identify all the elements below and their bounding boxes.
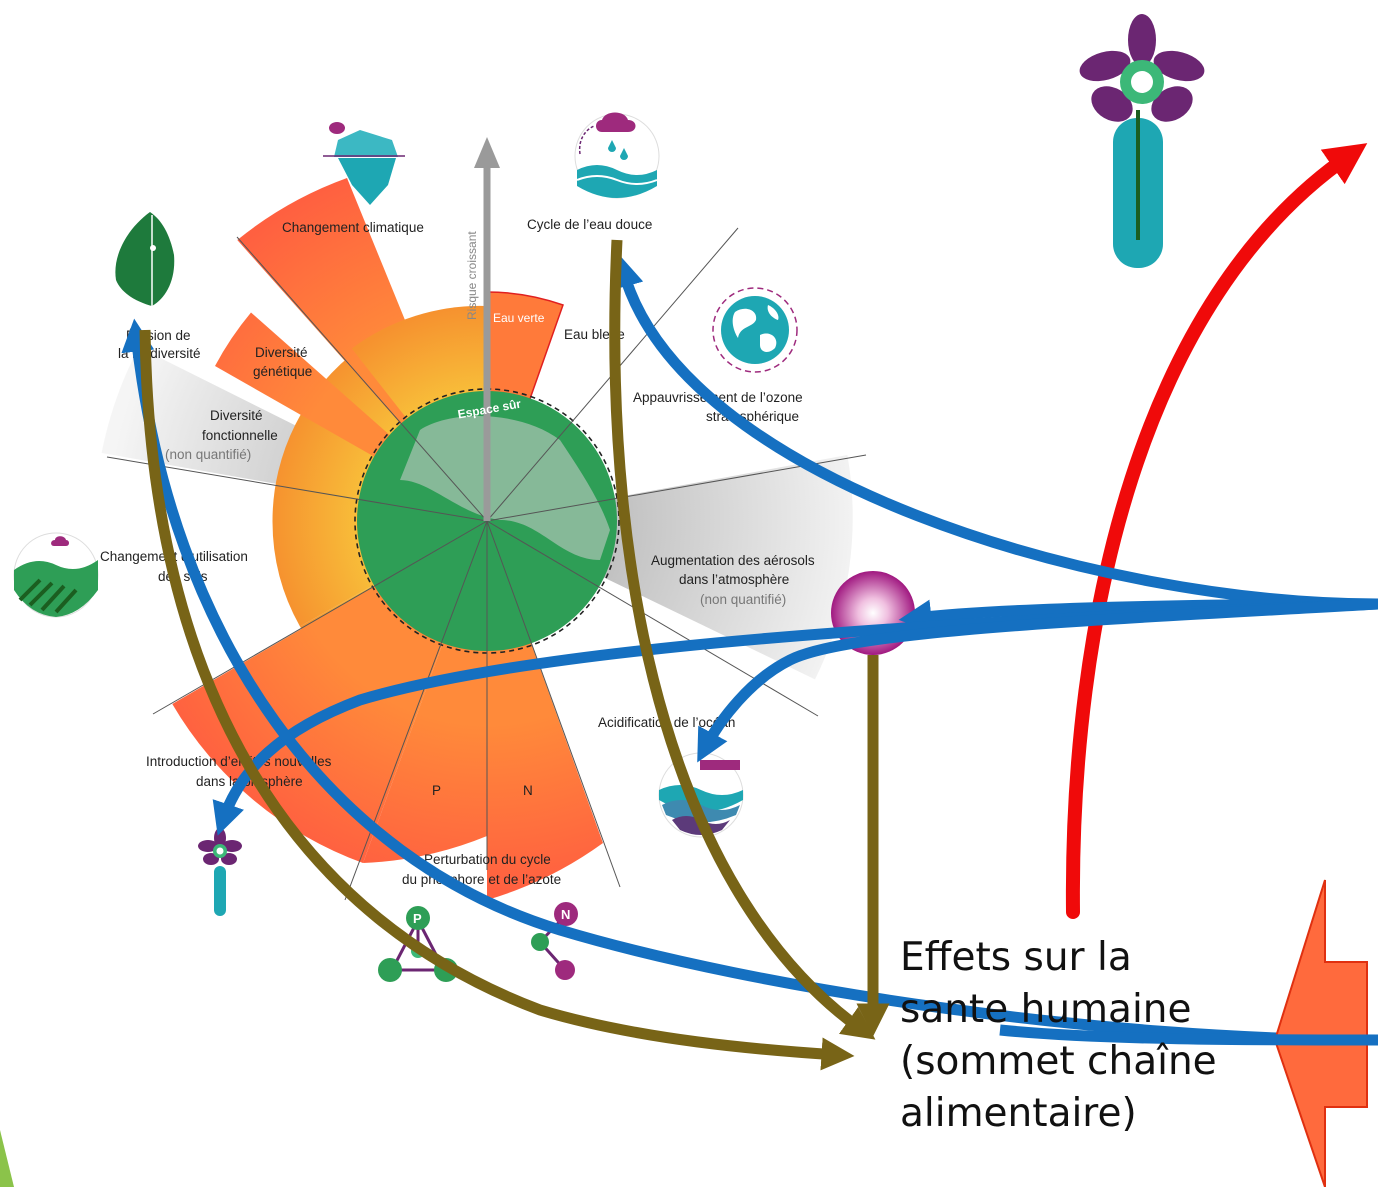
- label-functional-2: fonctionnelle: [202, 428, 278, 443]
- novel-entities-flower-icon-small: [198, 828, 242, 916]
- blue-arrow-to-biodiversity: [121, 318, 1378, 1046]
- slide-corner-accent: [0, 1130, 14, 1187]
- label-genetic-2: génétique: [253, 364, 312, 379]
- risk-axis-label: Risque croissant: [465, 231, 479, 320]
- land-use-icon: [13, 532, 99, 618]
- globe-land-shadow: [400, 416, 610, 560]
- label-biodiversity-2: la biodiversité: [118, 346, 201, 361]
- risk-axis: Risque croissant: [465, 137, 500, 521]
- annotation-line-3: (sommet chaîne: [900, 1039, 1217, 1084]
- blue-arrow-to-ocean: [697, 598, 1378, 763]
- label-phosphorus: P: [432, 783, 441, 798]
- brown-arrow-biodiversity-to-health: [139, 329, 855, 1071]
- blue-arrow-to-freshwater: [611, 254, 1378, 610]
- blue-arrows: [121, 254, 1378, 1046]
- label-climate: Changement climatique: [282, 220, 424, 235]
- label-functional-1: Diversité: [210, 408, 263, 423]
- label-aerosols-1: Augmentation des aérosols: [651, 553, 815, 568]
- blue-arrow-overlay: [999, 1024, 1378, 1046]
- annotation-line-2: sante humaine: [900, 987, 1192, 1032]
- red-curved-arrow: [1065, 143, 1368, 919]
- brown-arrow-freshwater-to-health: [609, 239, 876, 1040]
- label-freshwater: Cycle de l’eau douce: [527, 217, 652, 232]
- label-green-water: Eau verte: [493, 311, 545, 325]
- label-biogeochem-1: Perturbation du cycle: [424, 852, 551, 867]
- boundary-labels: Changement climatique Cycle de l’eau dou…: [100, 217, 815, 887]
- nitrogen-molecule-n: N: [561, 907, 570, 922]
- novel-entities-flower-icon-large: [1079, 14, 1205, 268]
- health-effects-annotation: Effets sur la sante humaine (sommet chaî…: [900, 932, 1280, 1140]
- phosphorus-molecule-p: P: [413, 911, 422, 926]
- orange-left-arrow: [1273, 879, 1368, 1187]
- label-biogeochem-2: du phosphore et de l’azote: [402, 872, 561, 887]
- label-genetic-1: Diversité: [255, 345, 308, 360]
- brown-arrows: [139, 239, 890, 1071]
- ozone-globe-icon: [712, 287, 798, 373]
- label-functional-3: (non quantifié): [165, 447, 251, 462]
- label-aerosols-2: dans l’atmosphère: [679, 572, 789, 587]
- label-novel-entities-2: dans la biosphère: [196, 774, 303, 789]
- label-nitrogen: N: [523, 783, 533, 798]
- annotation-line-1: Effets sur la: [900, 935, 1132, 980]
- freshwater-cycle-icon: [574, 112, 660, 199]
- label-aerosols-3: (non quantifié): [700, 592, 786, 607]
- label-novel-entities-1: Introduction d’entités nouvelles: [146, 754, 332, 769]
- biodiversity-leaf-icon: [115, 212, 175, 306]
- annotation-line-4: alimentaire): [900, 1091, 1137, 1136]
- nitrogen-molecule-icon: N: [531, 902, 578, 980]
- climate-iceberg-icon: [323, 122, 405, 205]
